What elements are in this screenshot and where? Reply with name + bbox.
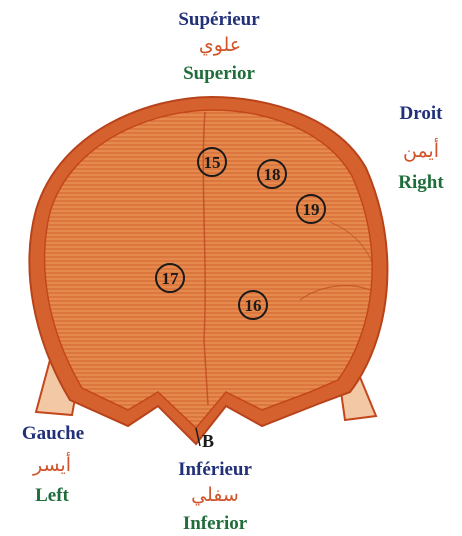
- point-b-label: B: [196, 432, 220, 450]
- bottom-label-en: Inferior: [150, 514, 280, 533]
- svg-text:17: 17: [162, 269, 180, 288]
- left-label-fr: Gauche: [6, 424, 100, 443]
- top-label-en: Superior: [154, 64, 284, 83]
- svg-text:15: 15: [204, 153, 221, 172]
- top-label-fr: Supérieur: [154, 10, 284, 29]
- right-label-en: Right: [386, 173, 456, 192]
- svg-text:19: 19: [303, 200, 320, 219]
- left-label-ar: أيسر: [12, 456, 92, 475]
- bottom-label-fr: Inférieur: [150, 460, 280, 479]
- svg-text:18: 18: [264, 165, 281, 184]
- bottom-label-ar: سفلي: [170, 486, 260, 505]
- right-label-ar: أيمن: [386, 142, 456, 161]
- top-label-ar: علوي: [170, 36, 270, 55]
- left-label-en: Left: [12, 486, 92, 505]
- svg-text:16: 16: [245, 296, 262, 315]
- right-label-fr: Droit: [386, 104, 456, 123]
